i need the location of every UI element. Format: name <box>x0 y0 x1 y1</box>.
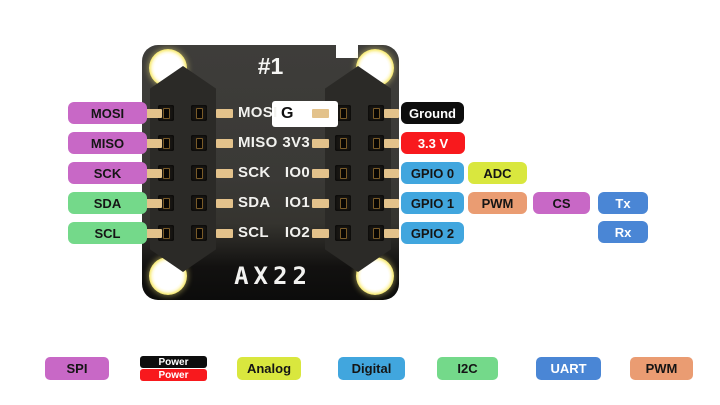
header-pin <box>158 225 174 241</box>
tag-cs: CS <box>533 192 590 214</box>
solder-pad <box>216 199 233 208</box>
legend-pwm: PWM <box>630 357 693 380</box>
tag-mosi: MOSI <box>68 102 147 124</box>
header-pin <box>191 165 207 181</box>
header-pin <box>368 135 384 151</box>
tag-tx: Tx <box>598 192 648 214</box>
legend-power-ground: Power <box>140 356 207 368</box>
header-pin <box>368 105 384 121</box>
legend-analog: Analog <box>237 357 301 380</box>
tag-pwm: PWM <box>468 192 527 214</box>
silkscreen-scl: SCL <box>238 224 269 241</box>
pad-column-left-inner <box>216 109 233 238</box>
tag-gpio0: GPIO 0 <box>401 162 464 184</box>
board-logo: AX22 <box>234 262 312 290</box>
legend-power: Power Power <box>140 356 207 381</box>
pad-column-left-edge <box>145 109 162 238</box>
solder-pad <box>145 109 162 118</box>
silkscreen-sck: SCK <box>238 164 271 181</box>
silkscreen-mosi: MOSI <box>238 104 278 121</box>
header-pin <box>158 135 174 151</box>
tag-sda: SDA <box>68 192 147 214</box>
solder-pad <box>312 229 329 238</box>
solder-pad <box>216 229 233 238</box>
pin-header-right <box>325 66 391 272</box>
header-pin <box>191 225 207 241</box>
header-pin <box>335 105 351 121</box>
header-pin <box>191 135 207 151</box>
header-pin <box>335 195 351 211</box>
silkscreen-io2: IO2 <box>284 224 310 241</box>
legend-spi: SPI <box>45 357 109 380</box>
solder-pad <box>216 109 233 118</box>
board-number: #1 <box>257 53 284 79</box>
solder-pad <box>384 169 399 178</box>
silkscreen-3v3: 3V3 <box>282 134 310 151</box>
header-pin <box>158 105 174 121</box>
solder-pad <box>384 199 399 208</box>
silkscreen-io0: IO0 <box>284 164 310 181</box>
tag-sck: SCK <box>68 162 147 184</box>
tag-miso: MISO <box>68 132 147 154</box>
legend-power-vcc: Power <box>140 369 207 381</box>
board: #1 G <box>142 44 399 300</box>
solder-pad <box>384 229 399 238</box>
header-pin <box>335 165 351 181</box>
legend-digital: Digital <box>338 357 405 380</box>
legend-i2c: I2C <box>437 357 498 380</box>
pad-column-right-inner <box>312 109 329 238</box>
header-pin <box>368 225 384 241</box>
header-pin <box>158 195 174 211</box>
solder-pad <box>216 169 233 178</box>
pad-column-right-edge <box>384 109 399 238</box>
tag-adc: ADC <box>468 162 527 184</box>
tag-gpio1: GPIO 1 <box>401 192 464 214</box>
board-notch <box>336 44 358 58</box>
solder-pad <box>312 109 329 118</box>
header-pin <box>335 225 351 241</box>
solder-pad <box>312 139 329 148</box>
solder-pad <box>312 199 329 208</box>
silkscreen-miso: MISO <box>238 134 278 151</box>
header-pin <box>191 195 207 211</box>
header-pin <box>368 195 384 211</box>
legend-uart: UART <box>536 357 601 380</box>
solder-pad <box>384 139 399 148</box>
header-pin <box>158 165 174 181</box>
solder-pad <box>145 169 162 178</box>
tag-gpio2: GPIO 2 <box>401 222 464 244</box>
solder-pad <box>145 139 162 148</box>
solder-pad <box>384 109 399 118</box>
header-pin <box>191 105 207 121</box>
silkscreen-io1: IO1 <box>284 194 310 211</box>
header-pin <box>335 135 351 151</box>
tag-ground: Ground <box>401 102 464 124</box>
tag-rx: Rx <box>598 221 648 243</box>
silkscreen-sda: SDA <box>238 194 271 211</box>
solder-pad <box>145 199 162 208</box>
tag-3v3: 3.3 V <box>401 132 465 154</box>
solder-pad <box>145 229 162 238</box>
solder-pad <box>312 169 329 178</box>
header-pin <box>368 165 384 181</box>
solder-pad <box>216 139 233 148</box>
tag-scl: SCL <box>68 222 147 244</box>
